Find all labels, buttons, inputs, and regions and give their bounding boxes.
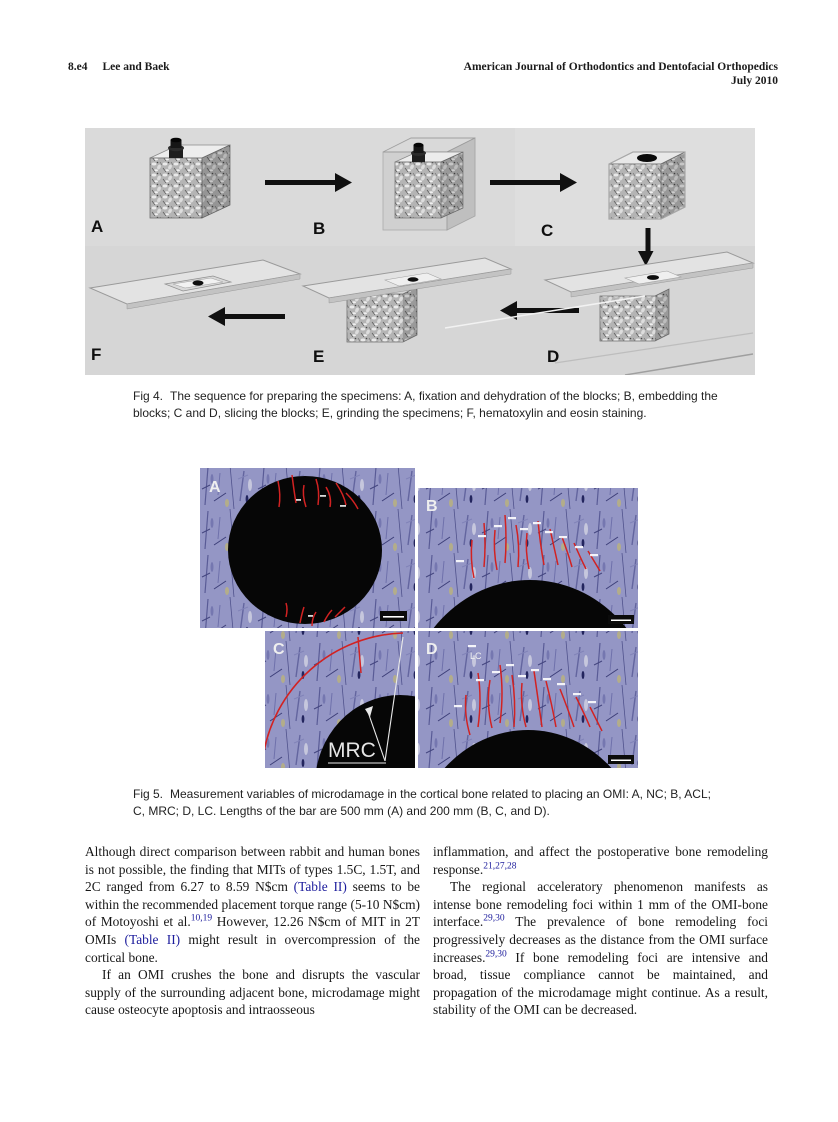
body-text: The prevalence of bone remodeling foci p… bbox=[433, 914, 768, 965]
paragraph-discussion-2-cont: inflammation, and affect the postoperati… bbox=[433, 843, 768, 878]
body-text: seems to be within the recommended place… bbox=[85, 879, 421, 930]
fig4-slide-d bbox=[543, 251, 755, 342]
fig5-panel-a: A bbox=[200, 468, 415, 628]
fig5-caption-text: Measurement variables of microdamage in … bbox=[133, 787, 711, 818]
fig5-graphic: A bbox=[200, 468, 638, 768]
text-column-right: inflammation, and affect the postoperati… bbox=[433, 843, 768, 1019]
fig4-panel-label-b: B bbox=[313, 219, 325, 238]
figure5-image: A bbox=[200, 465, 640, 770]
fig4-caption-label: Fig 4. bbox=[133, 389, 164, 403]
issue-date: July 2010 bbox=[731, 74, 778, 87]
fig4-slide-f bbox=[88, 259, 302, 310]
body-text: inflammation, and affect the postoperati… bbox=[433, 844, 768, 877]
fig4-panel-label-c: C bbox=[541, 221, 553, 240]
journal-title: American Journal of Orthodontics and Den… bbox=[463, 61, 778, 73]
fig5-panel-label-c: C bbox=[273, 641, 285, 658]
body-text: However, 12.26 N$cm of MIT in 2T OMIs bbox=[85, 914, 420, 947]
page-header: 8.e4 Lee and Baek American Journal of Or… bbox=[68, 61, 778, 88]
reference-sup-10-19[interactable]: 10,19 bbox=[190, 913, 213, 924]
body-text: The regional acceleratory phenomenon man… bbox=[433, 879, 768, 930]
fig4-slide-e bbox=[301, 257, 513, 343]
text-column-left: Although direct comparison between rabbi… bbox=[85, 843, 420, 1019]
body-text: Although direct comparison between rabbi… bbox=[85, 844, 420, 895]
article-body: Although direct comparison between rabbi… bbox=[85, 843, 768, 1019]
reference-sup-29-30-a[interactable]: 29,30 bbox=[483, 913, 505, 924]
fig5-panel-label-a: A bbox=[209, 479, 221, 496]
fig5-panel-b: B bbox=[418, 488, 638, 628]
fig4-block-b bbox=[382, 137, 476, 231]
fig4-panel-label-a: A bbox=[91, 217, 103, 236]
fig4-arrow-right-1 bbox=[265, 173, 352, 192]
fig4-panel-label-f: F bbox=[91, 345, 101, 364]
fig4-arrow-right-2 bbox=[490, 173, 577, 192]
fig4-block-c bbox=[608, 151, 686, 220]
body-text: might result in overcompression of the c… bbox=[85, 931, 420, 965]
body-text: If bone remodeling foci are intensive an… bbox=[433, 949, 768, 1018]
fig4-arrow-down bbox=[638, 228, 654, 266]
fig5-b-cracks bbox=[470, 514, 601, 579]
fig4-block-a bbox=[149, 137, 231, 219]
paragraph-discussion-3: The regional acceleratory phenomenon man… bbox=[433, 878, 768, 1019]
fig5-mrc-measure-lines bbox=[328, 636, 404, 764]
fig5-lc-label: LC bbox=[470, 651, 482, 661]
fig5-scalebar-a bbox=[380, 611, 407, 621]
fig4-panel-label-d: D bbox=[547, 347, 559, 366]
reference-sup-29-30-b[interactable]: 29,30 bbox=[485, 949, 507, 960]
paragraph-discussion-2: If an OMI crushes the bone and disrupts … bbox=[85, 967, 420, 1018]
table2-link-1[interactable]: (Table II) bbox=[293, 879, 347, 895]
running-authors: Lee and Baek bbox=[102, 61, 170, 73]
page-number: 8.e4 bbox=[68, 61, 88, 73]
table2-link-2[interactable]: (Table II) bbox=[124, 931, 181, 947]
figure4-caption: Fig 4.The sequence for preparing the spe… bbox=[133, 388, 749, 421]
fig5-scalebar-d bbox=[608, 755, 634, 764]
fig5-mrc-arc bbox=[265, 632, 404, 751]
fig4-panel-label-e: E bbox=[313, 347, 324, 366]
fig5-scalebar-b bbox=[608, 615, 634, 624]
fig5-a-cracks bbox=[277, 474, 359, 627]
fig5-caption-label: Fig 5. bbox=[133, 787, 164, 801]
fig4-graphic: A B C D E F bbox=[85, 128, 755, 376]
fig4-caption-text: The sequence for preparing the specimens… bbox=[133, 389, 718, 420]
fig4-arrow-left-2 bbox=[500, 301, 579, 320]
fig5-mrc-label: MRC bbox=[328, 739, 376, 762]
figure4-image: A B C D E F bbox=[85, 128, 755, 376]
reference-sup-21-27-28[interactable]: 21,27,28 bbox=[483, 861, 517, 872]
fig5-d-cracks bbox=[464, 664, 603, 736]
fig5-panel-label-b: B bbox=[426, 498, 438, 515]
figure5-caption: Fig 5.Measurement variables of microdama… bbox=[133, 786, 725, 819]
fig5-panel-c: MRC C bbox=[265, 631, 415, 768]
fig5-panel-d: LC D bbox=[418, 631, 638, 768]
fig4-arrow-left-1 bbox=[208, 307, 285, 326]
fig5-panel-label-d: D bbox=[426, 641, 438, 658]
paragraph-discussion-1: Although direct comparison between rabbi… bbox=[85, 843, 420, 966]
